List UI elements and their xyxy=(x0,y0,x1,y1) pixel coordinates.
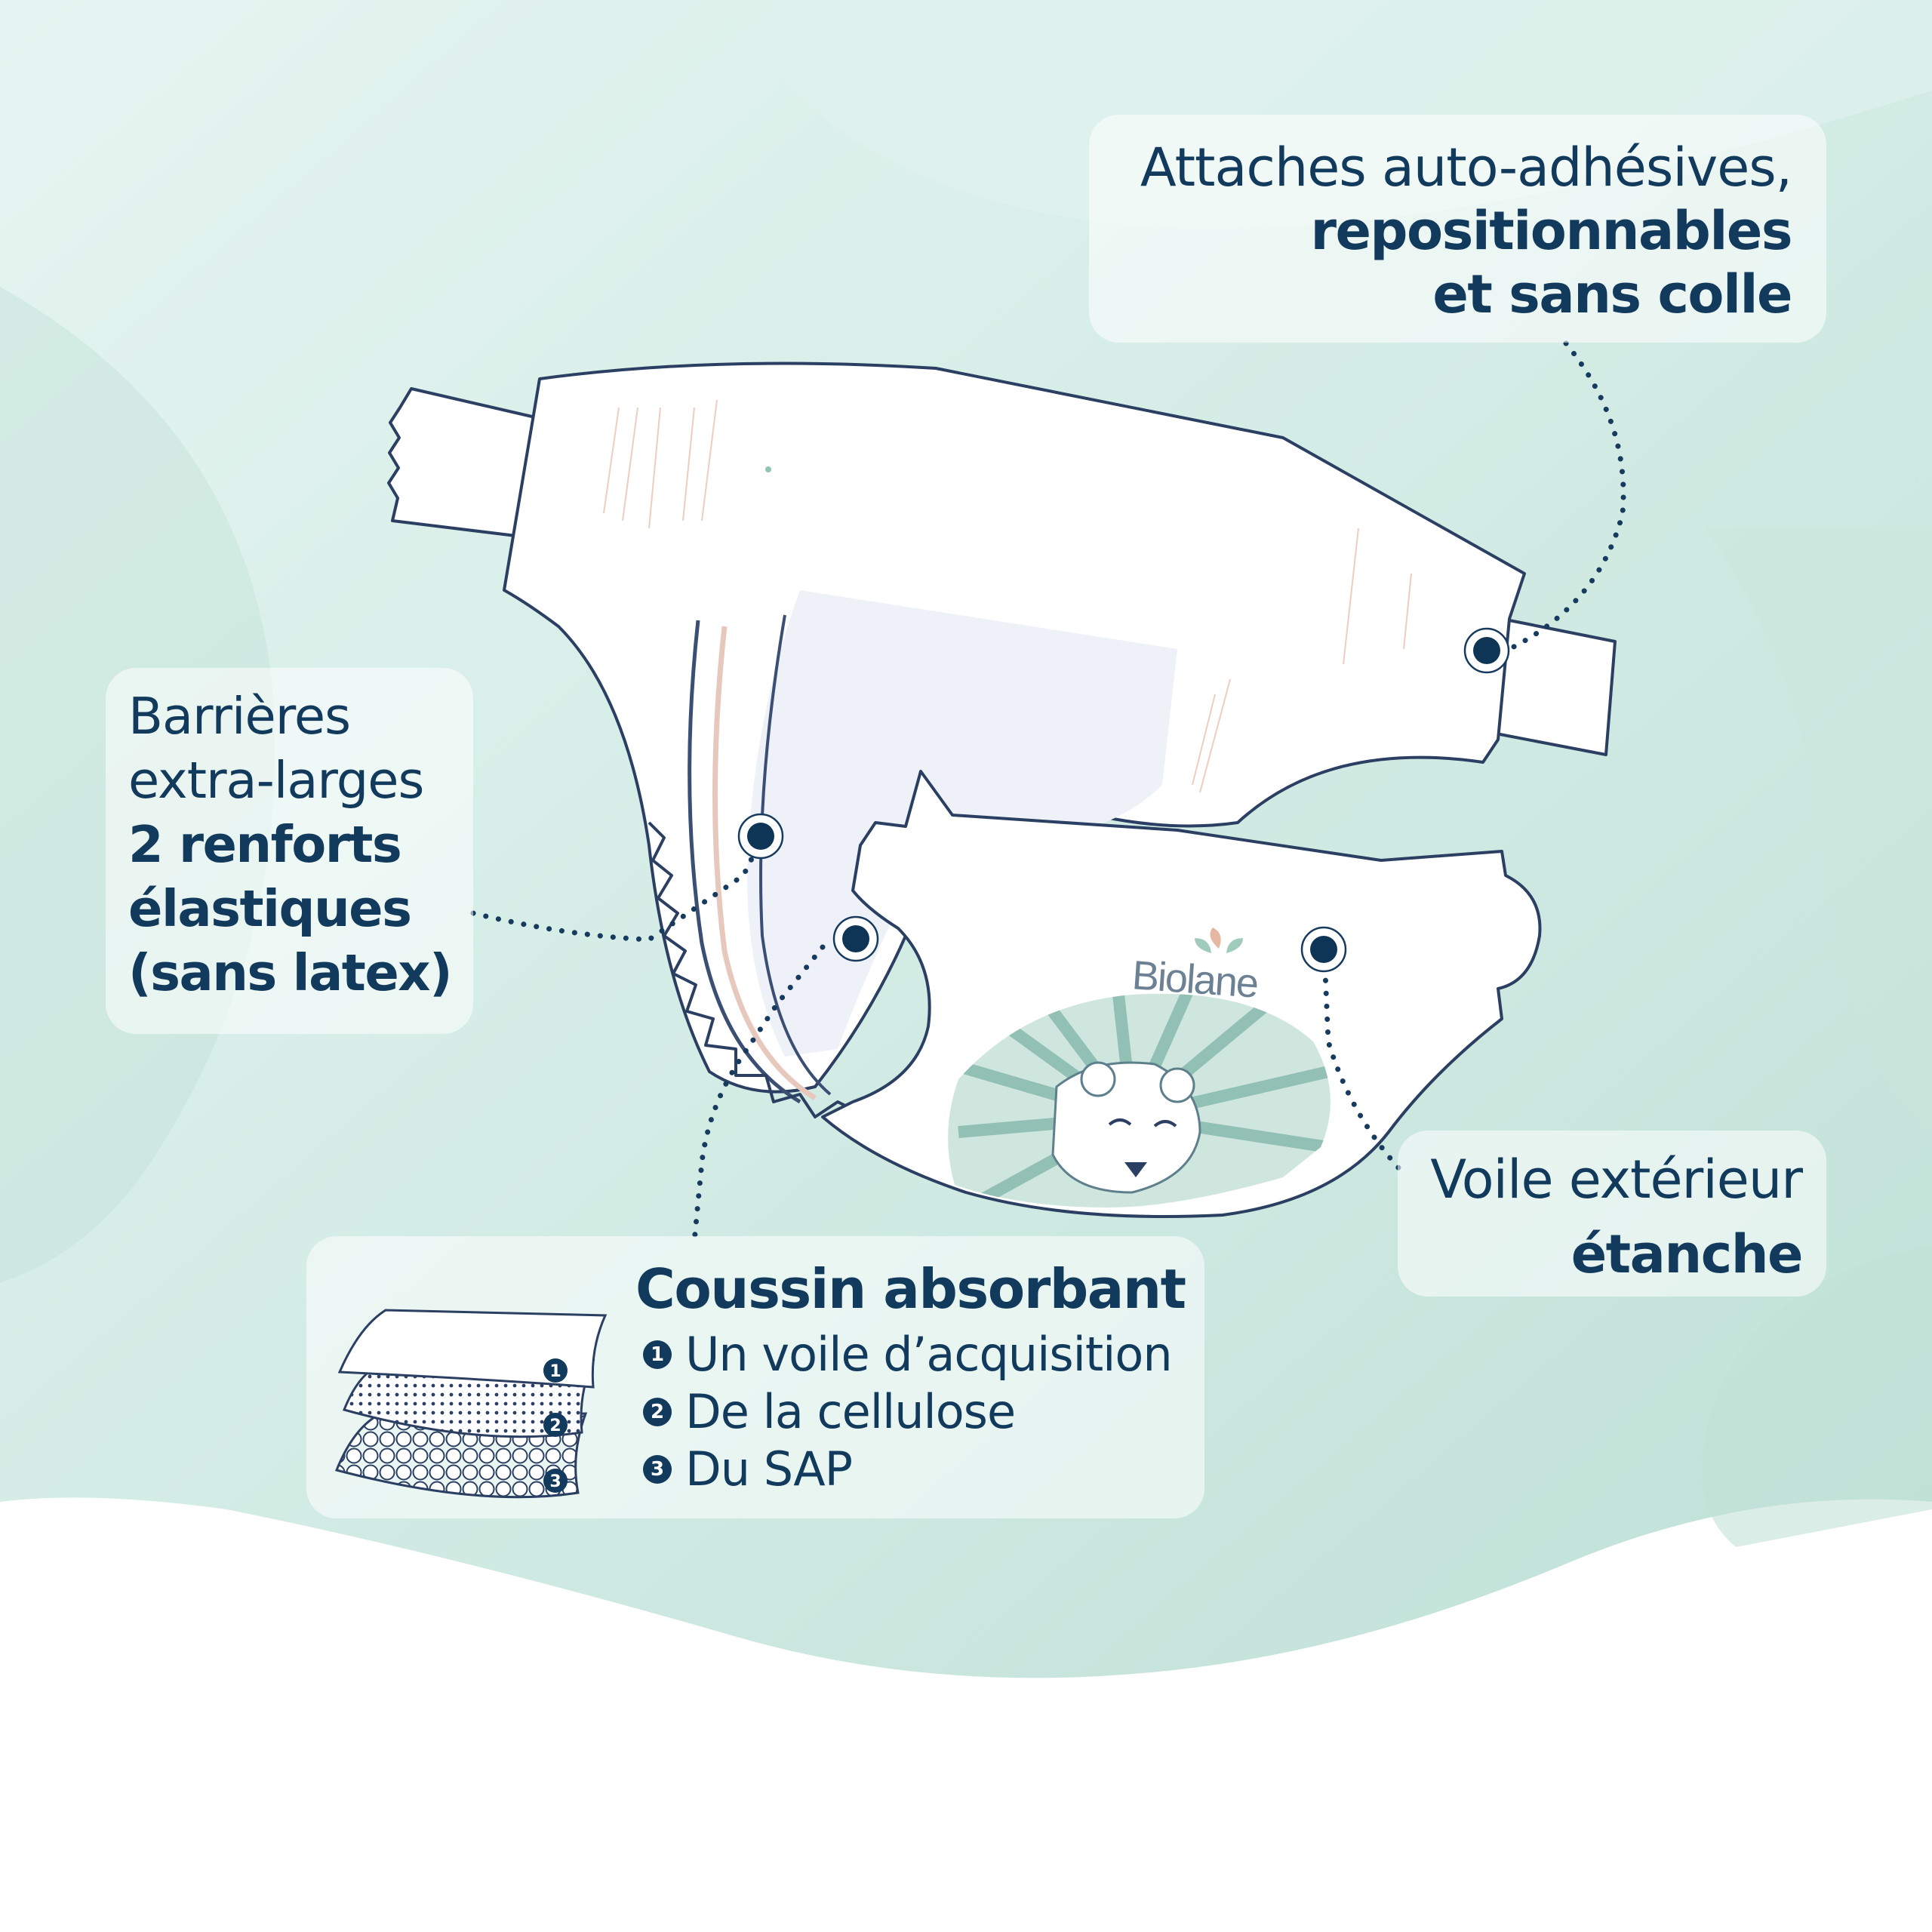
callout-fasteners: Attaches auto-adhésives, repositionnable… xyxy=(1089,115,1826,343)
fasteners-line-3: et sans colle xyxy=(1432,263,1792,325)
marker-pad xyxy=(832,915,879,962)
marker-outer-veil xyxy=(1300,926,1347,973)
barriers-line-3: 2 renforts xyxy=(128,815,402,875)
layer-3-badge: 3 xyxy=(549,1472,561,1491)
fasteners-line-1: Attaches auto-adhésives, xyxy=(1140,137,1792,198)
layer-2-badge: 2 xyxy=(549,1417,561,1435)
barriers-line-1: Barrières xyxy=(128,687,351,746)
outer-veil-line-2: étanche xyxy=(1571,1223,1804,1286)
barriers-line-2: extra-larges xyxy=(128,751,424,811)
marker-barriers xyxy=(737,813,784,860)
leaf-icon xyxy=(1195,928,1243,953)
item-label: Du SAP xyxy=(685,1441,853,1497)
layer-badges: 1 2 3 xyxy=(543,1358,568,1493)
callout-outer-veil: Voile extérieur étanche xyxy=(1398,1131,1826,1297)
absorbent-layers-illustration: 1 2 3 xyxy=(334,1309,608,1499)
leader-lines xyxy=(470,340,1626,1244)
fasteners-line-2: repositionnables xyxy=(1310,200,1792,262)
absorbent-pad-item: 3 Du SAP xyxy=(643,1441,853,1497)
layer-1-badge: 1 xyxy=(549,1362,561,1381)
brand-name: Biolane xyxy=(1131,952,1260,1007)
marker-fasteners xyxy=(1463,627,1510,674)
item-label: De la cellulose xyxy=(685,1384,1016,1439)
absorbent-pad-item: 2 De la cellulose xyxy=(643,1384,1016,1439)
callout-barriers: Barrières extra-larges 2 renforts élasti… xyxy=(106,668,473,1034)
absorbent-pad-title: Coussin absorbant xyxy=(635,1257,1186,1321)
brand-logo: Biolane xyxy=(1124,917,1298,1007)
item-number-badge: 2 xyxy=(643,1397,672,1426)
item-label: Un voile d’acquisition xyxy=(685,1327,1173,1382)
barriers-line-4: élastiques xyxy=(128,879,412,939)
barriers-line-5: (sans latex) xyxy=(128,943,453,1003)
item-number-badge: 3 xyxy=(643,1454,672,1484)
callout-absorbent-pad: 1 2 3 Coussin absorbant 1 Un voile d’acq… xyxy=(306,1236,1204,1518)
absorbent-pad-item: 1 Un voile d’acquisition xyxy=(643,1327,1173,1382)
marker-dots xyxy=(737,627,1510,973)
item-number-badge: 1 xyxy=(643,1340,672,1369)
outer-veil-line-1: Voile extérieur xyxy=(1430,1149,1803,1211)
